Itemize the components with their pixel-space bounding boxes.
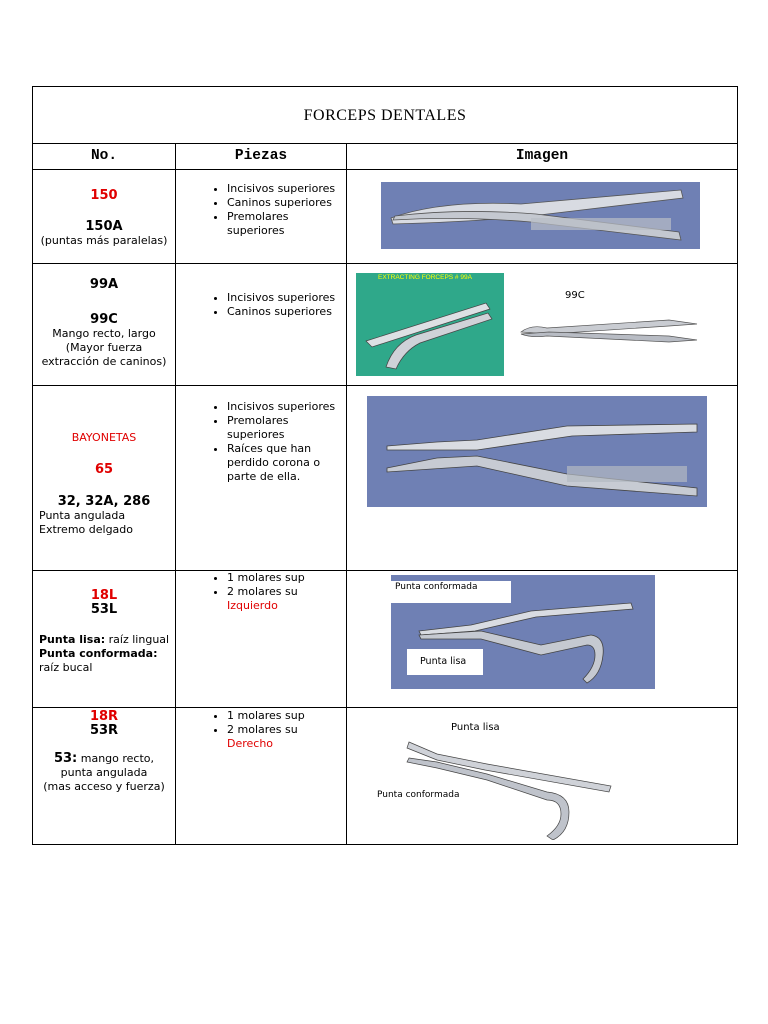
row-number-cell: 150 150A (puntas más paralelas) bbox=[32, 169, 176, 264]
image-label: Punta conformada bbox=[377, 790, 460, 800]
forceps-image: Punta conformada Punta lisa bbox=[391, 575, 655, 689]
list-item: 1 molares sup bbox=[227, 709, 346, 723]
header-no: No. bbox=[32, 143, 176, 170]
forceps-image bbox=[367, 396, 707, 507]
row-number-cell: 18R 53R 53: mango recto, punta angulada … bbox=[32, 707, 176, 845]
row-image-cell bbox=[345, 385, 739, 571]
row-image-cell: Punta conformada Punta lisa bbox=[345, 570, 739, 708]
list-item: Incisivos superiores bbox=[227, 291, 346, 305]
image-label: 99C bbox=[565, 290, 585, 301]
row-image-cell: EXTRACTING FORCEPS # 99A 99C bbox=[345, 263, 739, 386]
image-label: Punta lisa bbox=[407, 649, 483, 675]
list-item: Premolares superiores bbox=[227, 414, 346, 442]
list-item: Incisivos superiores bbox=[227, 400, 346, 414]
row-image-cell bbox=[345, 169, 739, 264]
row-piezas-cell: Incisivos superiores Premolares superior… bbox=[175, 385, 347, 571]
page-title: FORCEPS DENTALES bbox=[303, 107, 467, 124]
list-item: 1 molares sup bbox=[227, 571, 346, 585]
list-item: 2 molares su bbox=[227, 585, 346, 599]
row-number-cell: 18L 53L Punta lisa: raíz lingual Punta c… bbox=[32, 570, 176, 708]
title-cell: FORCEPS DENTALES bbox=[31, 86, 739, 144]
header-piezas: Piezas bbox=[175, 143, 347, 170]
row-image-cell: Punta lisa Punta conformada bbox=[345, 707, 739, 845]
list-item: Caninos superiores bbox=[227, 196, 346, 210]
row-piezas-cell: Incisivos superiores Caninos superiores … bbox=[175, 169, 347, 264]
image-label: Punta lisa bbox=[451, 722, 500, 733]
forceps-table: FORCEPS DENTALES No. Piezas Imagen 150 1… bbox=[31, 86, 739, 845]
table-row: 18L 53L Punta lisa: raíz lingual Punta c… bbox=[32, 570, 739, 708]
row-number-cell: BAYONETAS 65 32, 32A, 286 Punta angulada… bbox=[32, 385, 176, 571]
forceps-image bbox=[519, 312, 699, 352]
row-piezas-cell: 1 molares sup 2 molares su Izquierdo bbox=[175, 570, 347, 708]
forceps-image bbox=[381, 182, 700, 249]
table-row: 18R 53R 53: mango recto, punta angulada … bbox=[32, 707, 739, 845]
list-item: Raíces que han perdido corona o parte de… bbox=[227, 442, 346, 484]
forceps-image bbox=[397, 734, 619, 840]
table-row: 99A 99C Mango recto, largo (Mayor fuerza… bbox=[32, 263, 739, 386]
table-row: BAYONETAS 65 32, 32A, 286 Punta angulada… bbox=[32, 385, 739, 571]
row-piezas-cell: Incisivos superiores Caninos superiores bbox=[175, 263, 347, 386]
row-number-cell: 99A 99C Mango recto, largo (Mayor fuerza… bbox=[32, 263, 176, 386]
list-item: Caninos superiores bbox=[227, 305, 346, 319]
row-piezas-cell: 1 molares sup 2 molares su Derecho bbox=[175, 707, 347, 845]
forceps-image: EXTRACTING FORCEPS # 99A bbox=[356, 273, 504, 376]
header-imagen: Imagen bbox=[345, 143, 739, 170]
list-item: Premolares superiores bbox=[227, 210, 346, 238]
list-item: 2 molares su bbox=[227, 723, 346, 737]
list-item: Incisivos superiores bbox=[227, 182, 346, 196]
table-row: 150 150A (puntas más paralelas) Incisivo… bbox=[32, 169, 739, 264]
image-label: Punta conformada bbox=[391, 581, 511, 603]
